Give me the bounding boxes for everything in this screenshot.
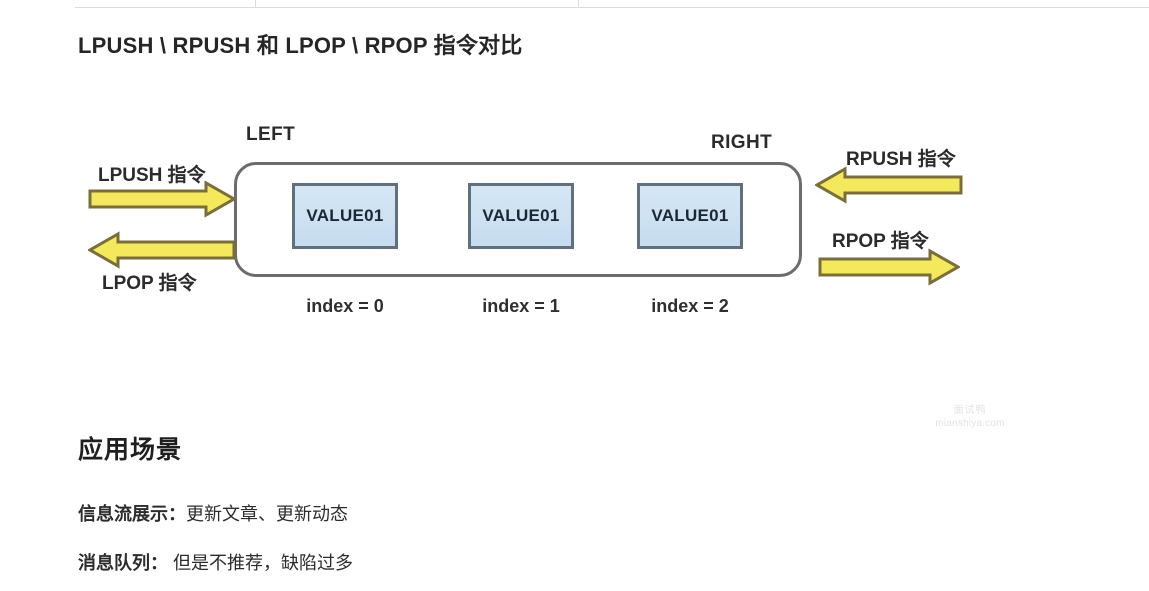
section-heading-scenarios: 应用场景	[78, 436, 183, 464]
table-bottom-border	[75, 0, 1149, 8]
table-column-divider	[578, 0, 579, 8]
list-operations-diagram: LEFT RIGHT VALUE01 VALUE01 VALUE01 index…	[0, 100, 1149, 429]
scenario-term: 消息队列：	[78, 553, 168, 573]
rpush-caption: RPUSH 指令	[846, 149, 956, 170]
value-box: VALUE01	[637, 183, 743, 249]
index-label: index = 1	[482, 296, 560, 316]
rpop-caption: RPOP 指令	[832, 231, 929, 252]
horizontal-rule	[75, 7, 1149, 8]
index-label: index = 2	[651, 296, 729, 316]
watermark-en: mianshiya.com	[935, 417, 1005, 429]
lpush-arrow-right-icon	[88, 180, 236, 218]
value-box: VALUE01	[468, 183, 574, 249]
lpop-caption: LPOP 指令	[102, 273, 197, 294]
scenario-item: 信息流展示：更新文章、更新动态	[78, 500, 348, 526]
lpush-caption: LPUSH 指令	[98, 165, 206, 186]
index-label: index = 0	[306, 296, 384, 316]
value-box: VALUE01	[292, 183, 398, 249]
watermark-cn: 面试鸭	[953, 405, 987, 416]
scenario-description: 更新文章、更新动态	[186, 504, 348, 524]
right-endpoint-label: RIGHT	[711, 132, 773, 153]
watermark: 面试鸭 mianshiya.com	[925, 405, 1015, 430]
rpush-arrow-left-icon	[815, 166, 963, 204]
rpop-arrow-right-icon	[818, 248, 960, 286]
scenario-description: 但是不推荐，缺陷过多	[168, 553, 353, 573]
table-column-divider	[255, 0, 256, 8]
scenario-item: 消息队列： 但是不推荐，缺陷过多	[78, 549, 353, 575]
page-title: LPUSH \ RPUSH 和 LPOP \ RPOP 指令对比	[78, 33, 523, 58]
left-endpoint-label: LEFT	[246, 124, 296, 145]
scenario-term: 信息流展示：	[78, 504, 186, 524]
lpop-arrow-left-icon	[88, 231, 236, 269]
